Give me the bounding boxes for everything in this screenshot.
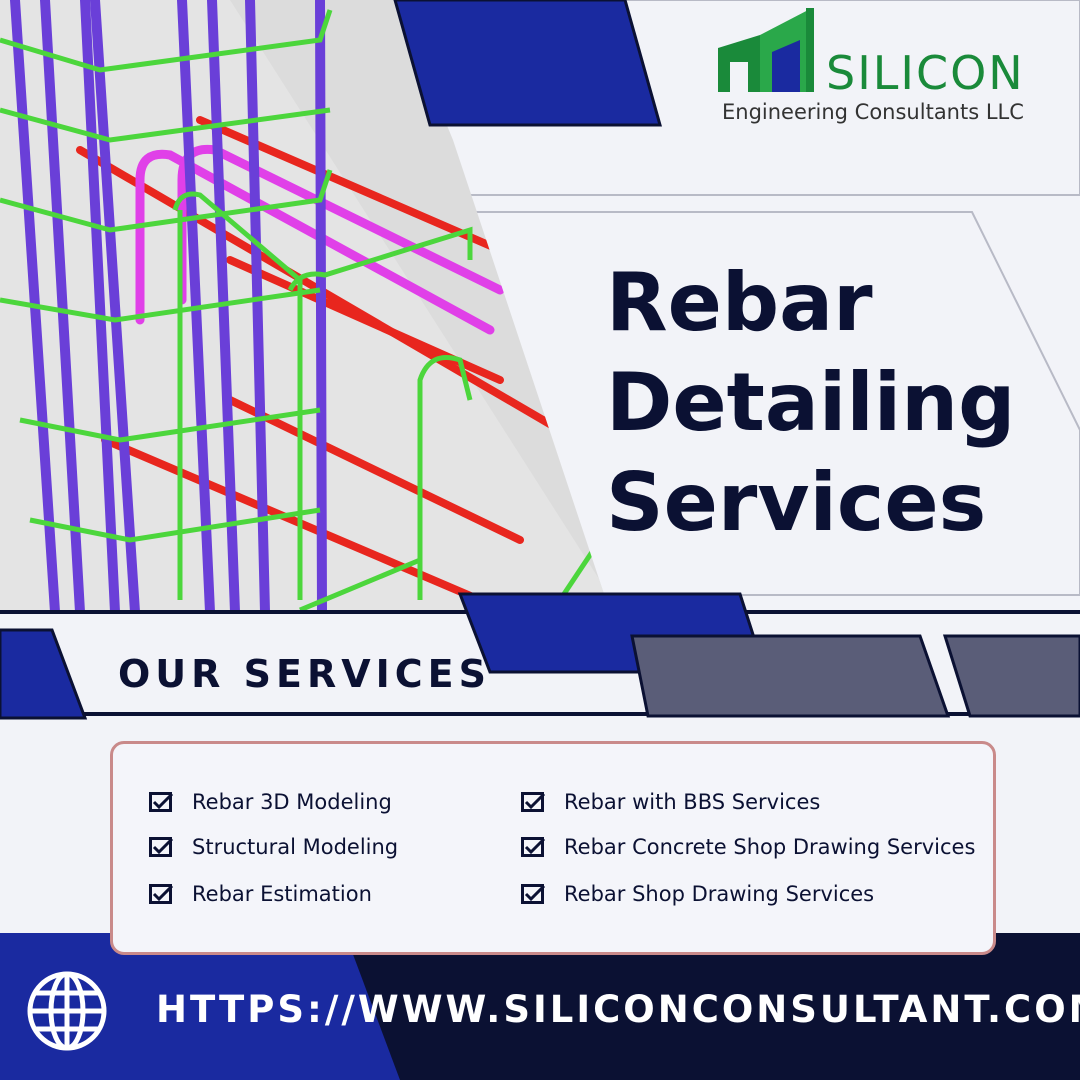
- headline-line-1: Rebar: [606, 256, 873, 349]
- brand-name: SILICON: [826, 46, 1025, 100]
- building-logo-icon: [718, 8, 814, 92]
- service-label: Rebar Shop Drawing Services: [564, 882, 875, 906]
- slate-shape-2: [942, 634, 1080, 718]
- checkbox-checked-icon: [521, 792, 546, 812]
- service-label: Structural Modeling: [192, 835, 399, 859]
- footer-blue-shape: [0, 933, 400, 1080]
- service-item: Rebar Estimation: [149, 882, 372, 906]
- top-blue-shape: [393, 0, 662, 127]
- service-item: Rebar Shop Drawing Services: [521, 882, 874, 906]
- rebar-green-stirrups: [0, 9, 603, 612]
- service-label: Rebar Concrete Shop Drawing Services: [564, 835, 976, 859]
- website-link[interactable]: HTTPS://WWW.SILICONCONSULTANT.COM: [156, 988, 1080, 1031]
- checkbox-checked-icon: [149, 792, 174, 812]
- services-box: Rebar 3D Modeling Structural Modeling Re…: [110, 741, 996, 955]
- service-item: Rebar Concrete Shop Drawing Services: [521, 835, 975, 859]
- slate-shape-1: [630, 634, 951, 718]
- band-bottom-rule: [0, 712, 1080, 716]
- service-item: Rebar with BBS Services: [521, 790, 820, 814]
- service-label: Rebar Estimation: [192, 882, 372, 906]
- service-item: Rebar 3D Modeling: [149, 790, 392, 814]
- checkbox-checked-icon: [149, 837, 174, 857]
- headline-line-2: Detailing: [606, 356, 1016, 449]
- service-label: Rebar 3D Modeling: [192, 790, 392, 814]
- globe-icon: [27, 971, 107, 1051]
- brand-subtitle: Engineering Consultants LLC: [722, 100, 1024, 124]
- headline-line-3: Services: [606, 456, 987, 549]
- service-item: Structural Modeling: [149, 835, 398, 859]
- services-title: OUR SERVICES: [118, 652, 491, 696]
- checkbox-checked-icon: [521, 884, 546, 904]
- checkbox-checked-icon: [149, 884, 174, 904]
- service-label: Rebar with BBS Services: [564, 790, 821, 814]
- checkbox-checked-icon: [521, 837, 546, 857]
- left-blue-shape: [0, 628, 88, 720]
